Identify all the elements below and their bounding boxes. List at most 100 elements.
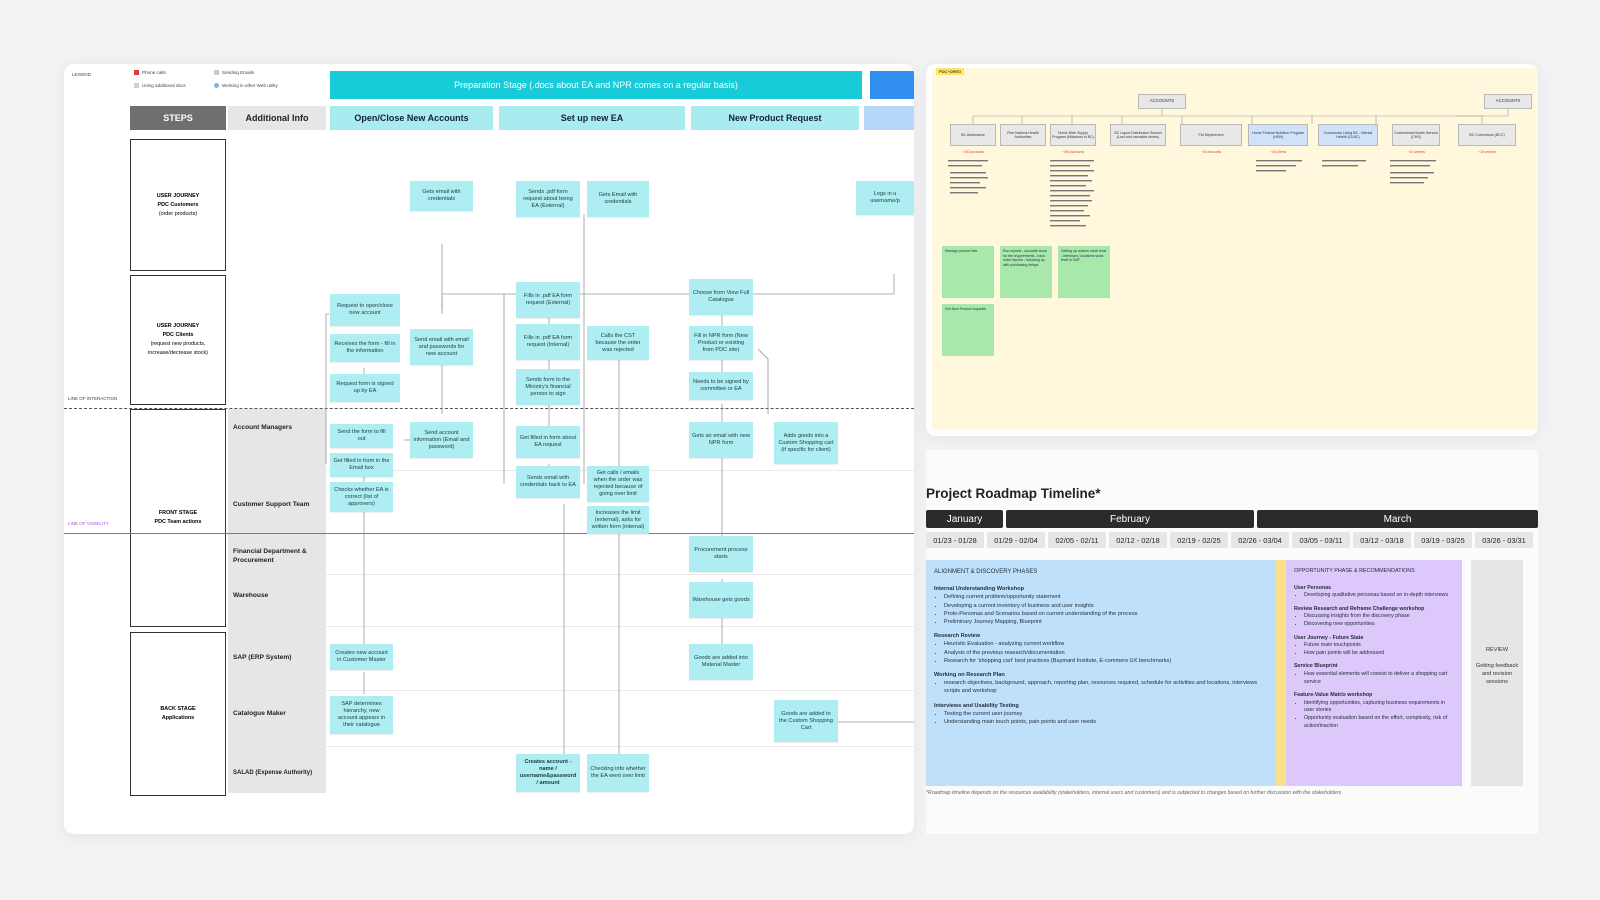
lane-separator [326, 690, 914, 691]
row-financial: Financial Department & Procurement [233, 548, 307, 564]
note-fills-ea-internal: Fills in .pdf EA form request (Internal) [516, 324, 580, 360]
accounts-root-box: ACCOUNTS [1138, 94, 1186, 109]
lane-separator [326, 574, 914, 575]
next-stage-banner [870, 71, 914, 99]
week-3: 02/05 - 02/11 [1048, 532, 1106, 548]
note-fills-ea-external: Fills in .pdf EA form request (External) [516, 282, 580, 318]
count-bc-corrections: ~15 centers [1478, 150, 1496, 154]
note-checking-ea-limit: Checking info whether the EA went over l… [587, 754, 649, 792]
count-home-birth: ~400 accounts [1061, 150, 1085, 154]
account-bc-corrections: BC Corrections (BCC) [1458, 124, 1516, 146]
roadmap-footnote: *Roadmap timeline depends on the resourc… [926, 790, 1342, 796]
steps-header: STEPS [130, 106, 226, 130]
legend: LEGEND Phone calls Sending Emails Using … [72, 70, 322, 100]
phase1-list-1: Defining current problem/opportunity sta… [934, 593, 1268, 626]
note-request-signed: Request form is signed up by EA [330, 374, 400, 402]
line-of-visibility-label: LINE OF VISIBILITY [68, 521, 110, 526]
week-9: 03/19 - 03/25 [1414, 532, 1472, 548]
note-send-email-passwords: Send email with email and passwords for … [410, 329, 473, 365]
setup-ea-header: Set up new EA [499, 106, 685, 130]
next-column-header [864, 106, 914, 130]
step-user-journey-clients: USER JOURNEY PDC Clients (request new pr… [130, 275, 226, 405]
step-front-stage: FRONT STAGE PDC Team actions [130, 409, 226, 627]
week-5: 02/19 - 02/25 [1170, 532, 1228, 548]
week-8: 03/12 - 03/18 [1353, 532, 1411, 548]
phase2-list-2: Discussing insights from the discovery p… [1294, 613, 1454, 628]
count-correctional: ~10 centers [1407, 150, 1425, 154]
account-community-living: Community Living BC - Mental Health (CLB… [1318, 124, 1378, 146]
note-logs-in: Logs in u username/p [856, 181, 914, 215]
note-fill-npr-form: Fill in NPR form (New Product or existin… [689, 326, 753, 360]
phase2-list-4: How essential elements will coexist to d… [1294, 671, 1454, 686]
row-account-managers: Account Managers [233, 424, 292, 431]
phase-review: REVIEW Getting feedback and revision ses… [1471, 560, 1523, 786]
legend-phone: Phone calls [134, 70, 166, 75]
legend-docs: Using additional docs [134, 83, 186, 88]
phase-opportunity-recommendations: OPPORTUNITY PHASE & RECOMMENDATIONS User… [1286, 560, 1462, 786]
additional-info-column [228, 409, 326, 793]
email-icon [214, 70, 219, 75]
account-home-birth: Home Birth Supply Program (Midwives in B… [1050, 124, 1096, 146]
account-home-federal: Home Federal Nutrition Program (HSN) [1248, 124, 1308, 146]
globe-icon [214, 83, 219, 88]
note-procurement-starts: Procurement process starts [689, 536, 753, 572]
note-choose-catalogue: Choose from View Full Catalogue [689, 279, 753, 315]
count-pal-department: ~40 accounts [1200, 150, 1222, 154]
note-adds-goods-cart: Adds goods into a Custom Shopping cart (… [774, 422, 838, 464]
roadmap-card: Project Roadmap Timeline* January Februa… [926, 450, 1538, 834]
row-sap: SAP (ERP System) [233, 654, 292, 661]
account-first-nations: First Nations Health Authorities [1000, 124, 1046, 146]
accounts-map-tag: PDC+DRED [936, 68, 965, 75]
step-user-journey-customers: USER JOURNEY PDC Customers (order produc… [130, 139, 226, 271]
month-march: March [1257, 510, 1538, 528]
account-liquor: BC Liquor Distribution Branch (Lost and … [1110, 124, 1166, 146]
legend-web: Working in other Web utility [214, 83, 278, 88]
legend-email: Sending Emails [214, 70, 254, 75]
note-needs-signed: Needs to be signed by committee or EA [689, 372, 753, 400]
line-of-visibility [64, 533, 914, 534]
note-goods-material-master: Goods are added into Material Master [689, 644, 753, 680]
phase1-list-4: Testing the current user journey Underst… [934, 710, 1268, 726]
service-blueprint-card: LEGEND Phone calls Sending Emails Using … [64, 64, 914, 834]
note-send-form: Send the form to fill out [330, 424, 393, 448]
phase2-list-1: Developing qualitative personas based on… [1294, 592, 1454, 600]
count-home-federal: ~40 clients [1269, 150, 1287, 154]
legend-title: LEGEND [72, 72, 91, 77]
note-request-open-close: Request to open/close new account [330, 294, 400, 326]
note-sends-to-ministry: Sends form to the Ministry's financial p… [516, 369, 580, 405]
phase1-list-3: research objectives, background, approac… [934, 679, 1268, 695]
row-catalogue-maker: Catalogue Maker [233, 710, 286, 717]
green-note-custom-stock: Setting up custom stock level - Intertow… [1058, 246, 1110, 298]
phone-icon [134, 70, 139, 75]
month-january: January [926, 510, 1003, 528]
note-calls-cst: Calls the CST because the order was reje… [587, 326, 649, 360]
lane-separator [326, 626, 914, 627]
note-gets-npr-email: Gets an email with new NPR form [689, 422, 753, 458]
note-sends-pdf-form: Sends .pdf form request about being EA (… [516, 181, 580, 217]
row-salad: SALAD (Expense Authority) [233, 770, 313, 776]
account-pal-department: Pal Department [1180, 124, 1242, 146]
note-gets-email-credentials-2: Gets Email with credentials [587, 181, 649, 217]
accounts-tree-lines [972, 109, 1509, 124]
week-6: 02/26 - 03/04 [1231, 532, 1289, 548]
accounts-map-card: PDC+DRED ACCOUNTS ACCOUNTS BC Ambulance … [926, 64, 1538, 436]
note-send-account-info: Send account information (Email and pass… [410, 422, 473, 458]
accounts-root-box-2: ACCOUNTS [1484, 94, 1532, 109]
note-creates-account-cm: Creates new account in Customer Master [330, 644, 393, 670]
note-warehouse-gets-goods: Warehouse gets goods [689, 582, 753, 618]
note-increases-limit: Increases the limit (external), asks for… [587, 506, 649, 534]
week-4: 02/12 - 02/18 [1109, 532, 1167, 548]
week-7: 03/05 - 03/11 [1292, 532, 1350, 548]
note-sap-hierarchy: SAP determines hierarchy, new account ap… [330, 696, 393, 734]
row-warehouse: Warehouse [233, 592, 269, 599]
row-customer-support: Customer Support Team [233, 501, 310, 508]
phase2-list-5: Identifying opportunities, capturing bus… [1294, 700, 1454, 730]
account-bc-ambulance: BC Ambulance [950, 124, 996, 146]
additional-info-header: Additional Info [228, 106, 326, 130]
step-back-stage: BACK STAGE Applications [130, 632, 226, 796]
phase1-list-2: Heuristic Evaluation - analyzing current… [934, 640, 1268, 665]
roadmap-title: Project Roadmap Timeline* [926, 486, 1101, 501]
accounts-desc-placeholder [948, 160, 1436, 227]
account-correctional: Correctional Health Service (CHS) [1392, 124, 1440, 146]
flow-connectors [325, 214, 914, 754]
